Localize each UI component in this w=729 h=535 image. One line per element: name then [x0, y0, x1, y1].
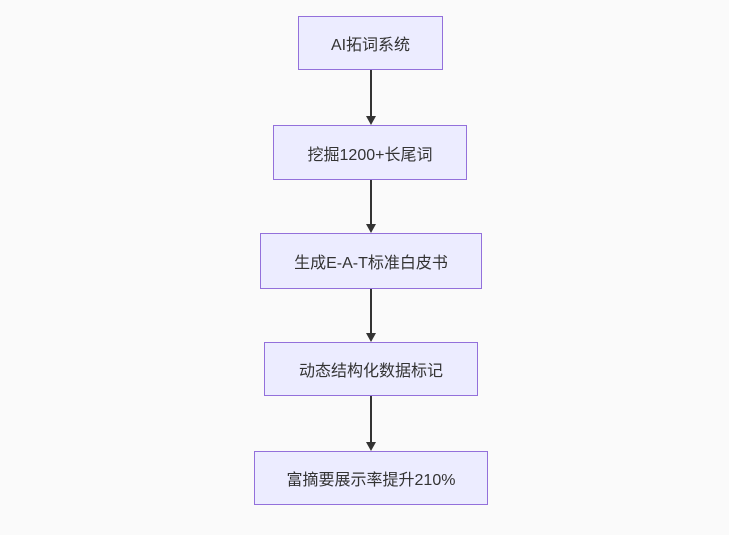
flowchart-node-structured-data: 动态结构化数据标记	[264, 342, 478, 396]
arrow-head-icon	[365, 333, 376, 342]
node-label: 动态结构化数据标记	[298, 363, 443, 380]
arrow-connector	[365, 180, 376, 233]
arrow-head-icon	[365, 116, 376, 125]
arrow-head-icon	[365, 224, 376, 233]
arrow-connector	[365, 70, 376, 125]
arrow-head-icon	[365, 442, 376, 451]
flowchart-node-ai-system: AI拓词系统	[298, 16, 443, 70]
flowchart-node-longtail-keywords: 挖掘1200+长尾词	[273, 125, 467, 180]
arrow-line	[369, 289, 372, 333]
node-label: 富摘要展示率提升210%	[286, 472, 456, 489]
arrow-connector	[365, 396, 376, 451]
arrow-line	[369, 180, 372, 224]
arrow-line	[369, 396, 372, 442]
node-label: 生成E-A-T标准白皮书	[294, 255, 448, 272]
arrow-connector	[365, 289, 376, 342]
flowchart-node-eat-whitepaper: 生成E-A-T标准白皮书	[260, 233, 482, 289]
node-label: 挖掘1200+长尾词	[307, 146, 433, 164]
arrow-line	[369, 70, 372, 116]
flowchart-node-rich-snippet-result: 富摘要展示率提升210%	[254, 451, 488, 505]
node-label: AI拓词系统	[330, 37, 411, 54]
